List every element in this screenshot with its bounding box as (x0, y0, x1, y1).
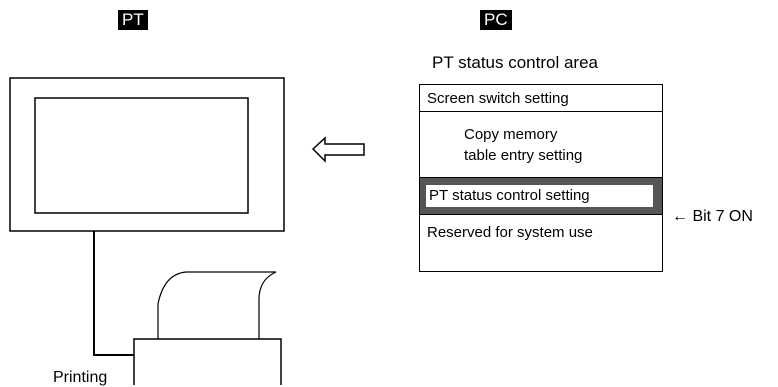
bit-7-on-annotation: ← Bit 7 ON (672, 208, 753, 225)
row-screen-switch-setting: Screen switch setting (420, 85, 662, 112)
pc-label: PC (480, 10, 512, 30)
printing-label: Printing (53, 369, 108, 386)
row-copy-memory-line1: Copy memory (464, 126, 558, 143)
pt-label: PT (118, 10, 148, 30)
pt-status-control-setting-label: PT status control setting (426, 185, 653, 207)
status-area-title: PT status control area (432, 53, 598, 72)
printer-body (133, 338, 282, 385)
pt-monitor-frame (9, 77, 285, 232)
left-arrow-icon (311, 136, 365, 163)
row-reserved-for-system-use: Reserved for system use (427, 224, 593, 241)
row-copy-memory-line2: table entry setting (464, 147, 583, 164)
printer-paper (157, 271, 277, 339)
pt-monitor-screen (34, 97, 249, 214)
row-pt-status-control-setting: PT status control setting (420, 177, 662, 215)
printer-cable (93, 231, 134, 356)
row-copy-memory-table-entry: Copy memory table entry setting (420, 112, 662, 177)
status-control-table: Screen switch setting Copy memory table … (419, 84, 663, 272)
